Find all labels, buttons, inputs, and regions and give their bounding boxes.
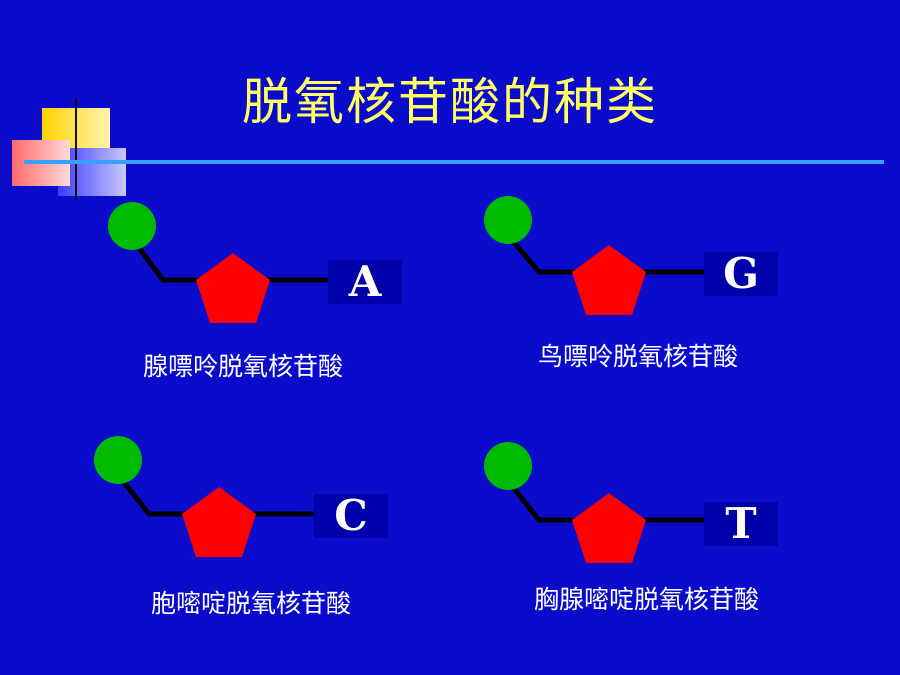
- deco-red-square: [12, 140, 70, 186]
- nucleotide-t-label: 胸腺嘧啶脱氧核苷酸: [534, 585, 760, 614]
- phosphate-sugar-bond: [134, 242, 203, 283]
- phosphate-sugar-bond: [510, 484, 579, 523]
- phosphate-group: [484, 442, 532, 490]
- nucleotide-a-structure: [108, 202, 330, 323]
- deoxyribose-sugar: [196, 253, 270, 323]
- nucleotide-a-label: 腺嘌呤脱氧核苷酸: [143, 352, 344, 381]
- nucleotide-c: C: [94, 436, 514, 636]
- deco-blue-square: [58, 148, 126, 196]
- deoxyribose-sugar: [182, 487, 256, 557]
- base-c-box: C: [314, 494, 388, 538]
- phosphate-group: [108, 202, 156, 250]
- nucleotide-g-label: 鸟嘌呤脱氧核苷酸: [538, 342, 739, 371]
- deoxyribose-sugar: [572, 493, 646, 563]
- nucleotide-t-structure: [484, 442, 706, 563]
- page-title: 脱氧核苷酸的种类: [242, 73, 658, 131]
- nucleotide-a: A: [108, 198, 528, 398]
- phosphate-sugar-bond: [120, 478, 189, 517]
- base-t-box: T: [704, 502, 778, 546]
- phosphate-group: [484, 196, 532, 244]
- phosphate-sugar-bond: [510, 238, 579, 275]
- nucleotide-c-structure: [94, 436, 316, 557]
- nucleotide-g-structure: [484, 196, 706, 315]
- base-g-box: G: [704, 252, 778, 296]
- nucleotide-g: G: [484, 194, 900, 394]
- nucleotide-c-label: 胞嘧啶脱氧核苷酸: [151, 589, 352, 618]
- phosphate-group: [94, 436, 142, 484]
- deoxyribose-sugar: [572, 245, 646, 315]
- base-a-box: A: [328, 260, 402, 304]
- nucleotide-t: T: [484, 442, 900, 642]
